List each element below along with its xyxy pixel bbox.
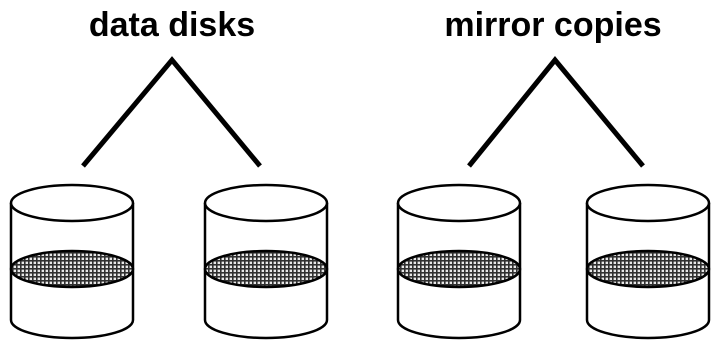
mirror-copies-branch-lines	[467, 56, 645, 168]
disk-icon	[396, 183, 522, 340]
data-disks-label: data disks	[89, 6, 255, 44]
data-disks-branch-lines	[81, 56, 262, 168]
mirror-copies-group: mirror copies	[396, 6, 711, 340]
disk-icon	[203, 183, 329, 340]
disk-icon	[585, 183, 711, 340]
data-disks-group: data disks	[9, 6, 329, 340]
mirror-copies-label: mirror copies	[444, 6, 661, 44]
disk-icon	[9, 183, 135, 340]
